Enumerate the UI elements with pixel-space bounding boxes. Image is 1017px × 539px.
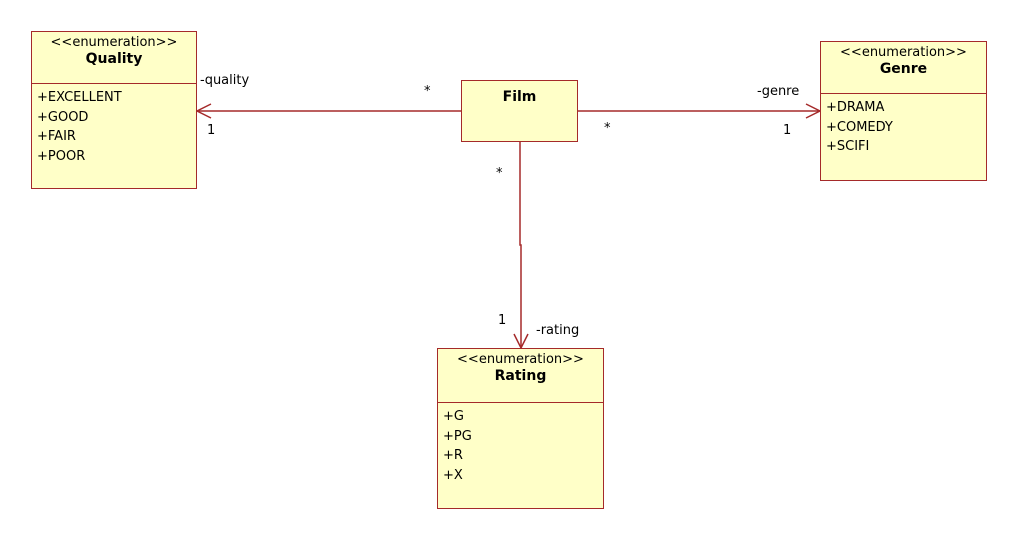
film-class[interactable]: Film [461,80,578,142]
rating-enumeration[interactable]: <<enumeration>> Rating +G +PG +R +X [437,348,604,509]
genre-target-multiplicity: 1 [783,123,792,138]
quality-name: Quality [85,51,143,67]
genre-literal-drama: +DRAMA [826,100,885,115]
genre-literal-scifi: +SCIFI [826,139,870,154]
quality-literals: +EXCELLENT +GOOD +FAIR +POOR [32,84,196,166]
quality-enumeration[interactable]: <<enumeration>> Quality +EXCELLENT +GOOD… [31,31,197,189]
rating-stereotype: <<enumeration>> [457,352,584,367]
quality-literal-fair: +FAIR [37,129,76,144]
association-line-rating [519,142,522,348]
quality-literal-good: +GOOD [37,109,89,125]
quality-role-label: -quality [200,73,250,88]
film-name: Film [502,89,537,105]
quality-target-multiplicity: 1 [207,123,216,138]
quality-literal-poor: +POOR [37,148,86,164]
rating-name: Rating [494,368,547,384]
rating-source-multiplicity: * [496,166,503,181]
genre-literals: +DRAMA +COMEDY +SCIFI [821,94,986,157]
arrowhead-quality [195,103,212,119]
genre-header: <<enumeration>> Genre [821,42,986,94]
rating-literal-pg: +PG [443,428,472,444]
rating-literals: +G +PG +R +X [438,403,603,485]
rating-header: <<enumeration>> Rating [438,349,603,403]
rating-literal-r: +R [443,448,463,463]
rating-role-label: -rating [536,323,580,338]
rating-target-multiplicity: 1 [498,313,507,328]
genre-enumeration[interactable]: <<enumeration>> Genre +DRAMA +COMEDY +SC… [820,41,987,181]
quality-header: <<enumeration>> Quality [32,32,196,84]
rating-literal-x: +X [443,467,463,483]
rating-literal-g: +G [443,409,464,424]
genre-literal-comedy: +COMEDY [826,119,893,135]
genre-stereotype: <<enumeration>> [840,45,967,60]
genre-source-multiplicity: * [604,121,611,136]
quality-literal-excellent: +EXCELLENT [37,90,122,105]
quality-stereotype: <<enumeration>> [50,35,178,50]
genre-role-label: -genre [757,84,800,99]
quality-source-multiplicity: * [424,84,431,99]
genre-name: Genre [879,61,928,77]
